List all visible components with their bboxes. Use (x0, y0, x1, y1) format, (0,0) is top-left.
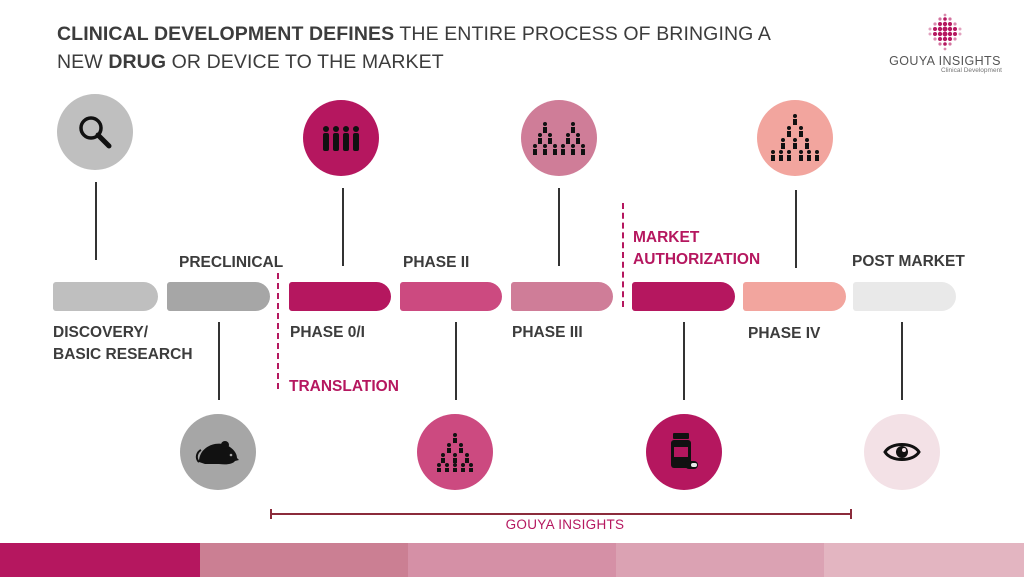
label-post-market: POST MARKET (852, 253, 965, 270)
page-title: CLINICAL DEVELOPMENT DEFINES THE ENTIRE … (57, 23, 771, 73)
connector-phase2 (455, 322, 457, 400)
group-pyramid-icon (437, 433, 473, 472)
connector-phase4 (795, 190, 797, 268)
eye-icon (883, 443, 921, 461)
two-groups-icon (533, 122, 585, 155)
label-phase2: PHASE II (403, 254, 470, 271)
connector-phase3 (558, 188, 560, 266)
label-phase3: PHASE III (512, 324, 583, 341)
circle-discovery (57, 94, 133, 170)
label-market-authorization: MARKET AUTHORIZATION (633, 229, 761, 268)
circle-phase4 (757, 100, 833, 176)
segment-preclinical (167, 282, 270, 311)
bracket-label: GOUYA INSIGHTS (505, 517, 625, 532)
connector-phase0 (342, 188, 344, 266)
segment-market (632, 282, 735, 311)
label-discovery: DISCOVERY/ BASIC RESEARCH (53, 324, 193, 363)
brand-name: GOUYA INSIGHTS (889, 54, 1001, 68)
mouse-icon (195, 441, 239, 465)
circle-preclinical (180, 414, 256, 490)
brand-tagline: Clinical Development (940, 67, 1002, 74)
circle-phase2 (417, 414, 493, 490)
segment-phase3 (511, 282, 613, 311)
dashed-divider-translation (277, 273, 279, 389)
brand-logo: GOUYA INSIGHTS Clinical Development (880, 12, 1010, 74)
connector-preclinical (218, 322, 220, 400)
connector-post-market (901, 322, 903, 400)
footer-strip-4 (616, 543, 824, 577)
segment-phase2 (400, 282, 502, 311)
circle-market (646, 414, 722, 490)
segment-phase4 (743, 282, 846, 311)
small-group-icon (323, 126, 359, 151)
brand-dots-icon (928, 13, 962, 51)
connector-discovery (95, 182, 97, 260)
circle-post-market (864, 414, 940, 490)
connector-market (683, 322, 685, 400)
circle-phase3 (521, 100, 597, 176)
footer-strip-3 (408, 543, 616, 577)
circle-phase0 (303, 100, 379, 176)
segment-discovery (53, 282, 158, 311)
footer-strip-2 (200, 543, 408, 577)
bracket-line (272, 513, 850, 515)
footer-strip-1 (0, 543, 200, 577)
dashed-divider-market (622, 203, 624, 307)
label-translation: TRANSLATION (289, 378, 399, 395)
magnifier-icon (79, 116, 112, 149)
footer-strip-5 (824, 543, 1024, 577)
segment-phase0 (289, 282, 391, 311)
large-crowd-icon (771, 114, 819, 161)
label-phase0: PHASE 0/I (290, 324, 365, 341)
label-phase4: PHASE IV (748, 325, 821, 342)
range-bracket (270, 509, 852, 519)
label-preclinical: PRECLINICAL (179, 254, 284, 271)
segment-post-market (853, 282, 956, 311)
pill-bottle-icon (671, 433, 698, 469)
